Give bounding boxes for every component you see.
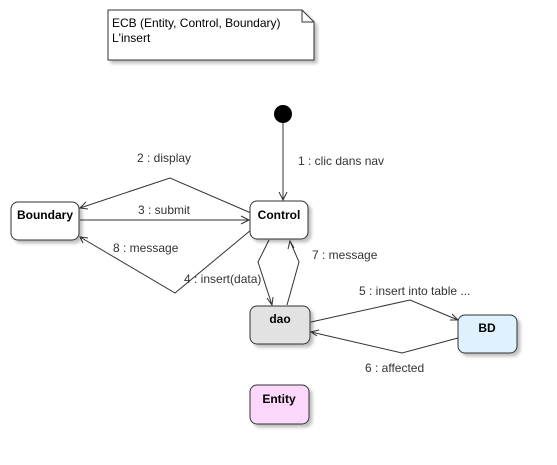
edge-6 — [309, 329, 459, 354]
node-bd[interactable]: BD — [457, 314, 518, 354]
edge-3 — [80, 215, 251, 225]
node-dao[interactable]: dao — [249, 305, 311, 345]
note: ECB (Entity, Control, Boundary) L'insert — [107, 9, 315, 61]
note-fold — [301, 10, 314, 23]
note-shape — [107, 9, 315, 61]
label-msg-3: 3 : submit — [138, 203, 191, 217]
label-msg-6: 6 : affected — [365, 361, 424, 375]
label-msg-2: 2 : display — [137, 151, 191, 165]
edge-7 — [286, 239, 300, 306]
edge-4 — [257, 239, 274, 307]
node-entity-label: Entity — [262, 392, 296, 406]
node-bd-label: BD — [478, 321, 496, 335]
node-boundary-label: Boundary — [17, 208, 73, 222]
node-boundary[interactable]: Boundary — [10, 201, 80, 241]
edges — [78, 123, 460, 354]
node-dao-label: dao — [269, 312, 290, 326]
initial-node — [274, 105, 292, 123]
node-control-label: Control — [258, 208, 301, 222]
edge-1 — [278, 123, 288, 202]
node-entity[interactable]: Entity — [249, 384, 310, 425]
note-line-1: ECB (Entity, Control, Boundary) — [112, 16, 281, 30]
label-msg-7: 7 : message — [312, 248, 378, 262]
label-msg-8: 8 : message — [113, 241, 179, 255]
edge-2 — [78, 177, 252, 214]
node-control[interactable]: Control — [249, 200, 309, 240]
label-msg-4: 4 : insert(data) — [184, 272, 261, 286]
label-msg-5: 5 : insert into table ... — [359, 284, 470, 298]
note-line-2: L'insert — [112, 31, 151, 45]
label-msg-1: 1 : clic dans nav — [298, 154, 384, 168]
edge-labels: 1 : clic dans nav 2 : display 3 : submit… — [113, 151, 470, 375]
edge-5 — [310, 299, 460, 323]
edge-8 — [79, 229, 252, 294]
